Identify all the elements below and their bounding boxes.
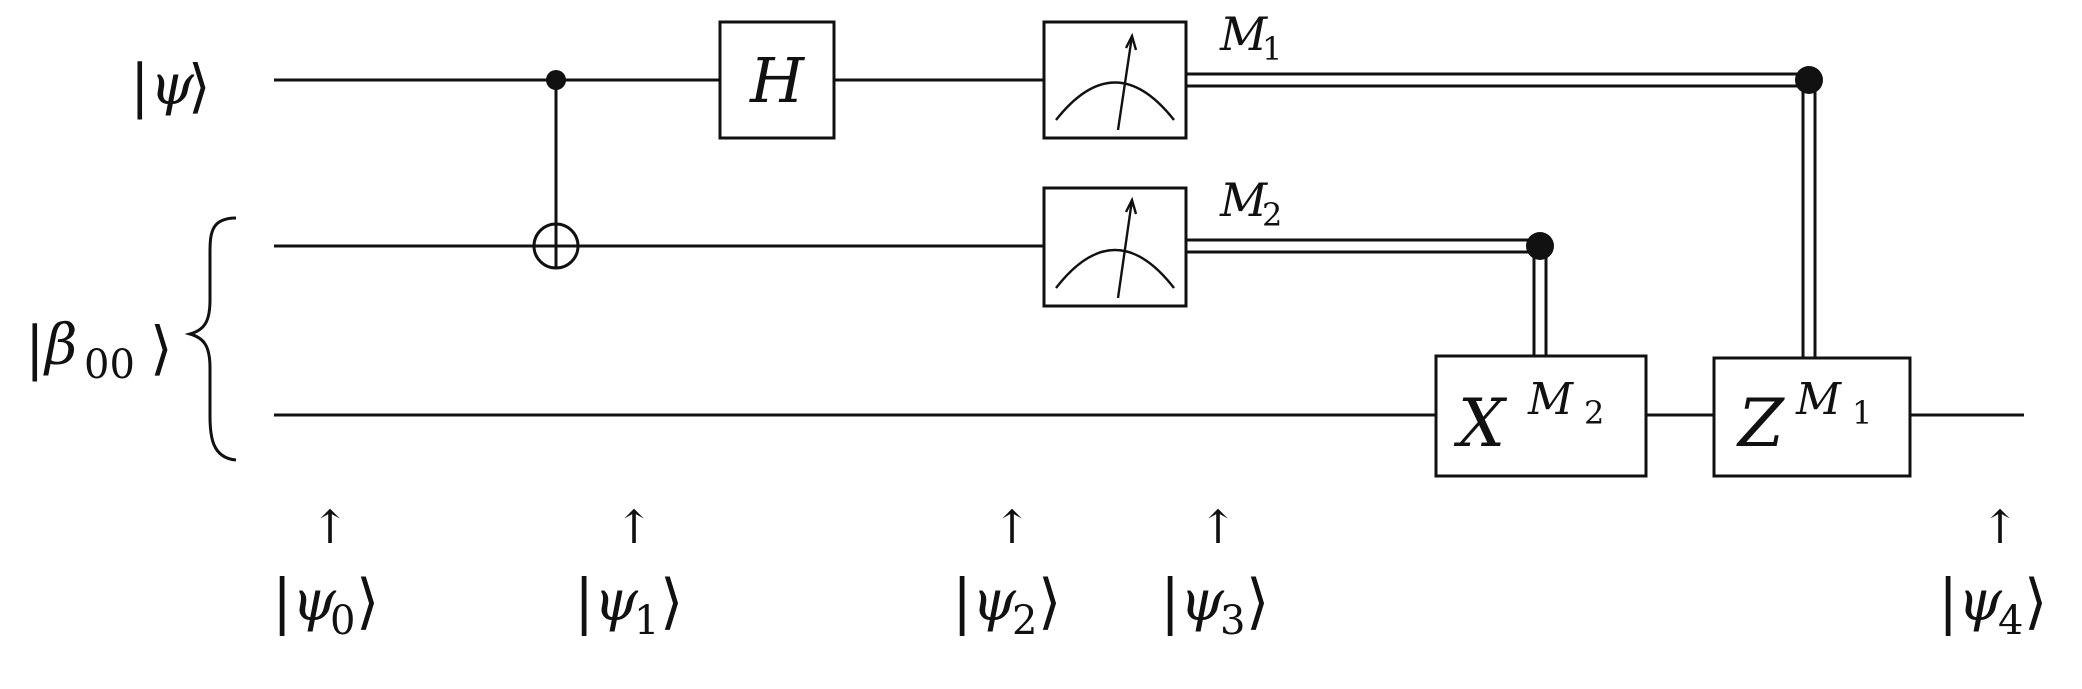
psi4-ket: ⟩: [2024, 567, 2047, 637]
input-psi-bar: |: [130, 52, 150, 120]
psi0-arrow: ↑: [311, 500, 350, 554]
x-gate-box: [1434, 354, 1648, 478]
meter-1-needle: [1116, 35, 1134, 131]
input-beta-subscript: 00: [84, 342, 135, 388]
input-label-psi: | ψ ⟩: [130, 52, 211, 120]
input-psi-ket: ⟩: [188, 52, 211, 120]
meter-1-arc: [1055, 81, 1175, 121]
cnot-control-dot: [546, 70, 566, 90]
z-correction-gate: Z M 1: [1712, 356, 1912, 478]
meter-1-needle-tip: [1124, 32, 1138, 51]
input-beta-ket: ⟩: [150, 314, 173, 382]
psi0-bar: |: [272, 567, 292, 637]
psi1-ket: ⟩: [660, 567, 683, 637]
state-marker-psi4: ↑ | ψ 4 ⟩: [1938, 500, 2047, 644]
psi0-ket: ⟩: [356, 567, 379, 637]
psi0-subscript: 0: [330, 598, 355, 644]
z-gate-sup-sub: 1: [1852, 394, 1872, 432]
z-gate-box: [1712, 356, 1912, 478]
hadamard-label: H: [749, 44, 806, 117]
psi1-bar: |: [574, 567, 594, 637]
z-gate-sup: M: [1795, 374, 1842, 425]
psi3-ket: ⟩: [1246, 567, 1269, 637]
psi2-bar: |: [952, 567, 972, 637]
input-psi-symbol: ψ: [150, 53, 195, 118]
x-control-dot: [1526, 232, 1554, 260]
meter-2-box: [1042, 186, 1188, 308]
classical-wire-m1: [1186, 66, 1823, 358]
m2-letter: M: [1219, 173, 1269, 227]
psi4-bar: |: [1938, 567, 1958, 637]
outcome-label-m1: M 1: [1219, 7, 1282, 68]
state-marker-psi2: ↑ | ψ 2 ⟩: [952, 500, 1061, 644]
input-beta-symbol: β: [43, 313, 77, 378]
psi2-symbol: ψ: [972, 569, 1017, 634]
psi0-symbol: ψ: [292, 569, 337, 634]
measurement-meter-1: [1042, 20, 1188, 140]
psi1-symbol: ψ: [594, 569, 639, 634]
x-gate-base: X: [1453, 385, 1508, 462]
psi3-bar: |: [1160, 567, 1180, 637]
psi3-symbol: ψ: [1180, 569, 1225, 634]
m1-subscript: 1: [1262, 30, 1282, 68]
state-marker-psi1: ↑ | ψ 1 ⟩: [574, 500, 683, 644]
input-beta-bar: |: [25, 314, 45, 382]
z-gate-base: Z: [1736, 385, 1785, 462]
psi2-arrow: ↑: [993, 500, 1032, 554]
outcome-label-m2: M 2: [1219, 173, 1282, 234]
psi1-arrow: ↑: [615, 500, 654, 554]
psi1-subscript: 1: [634, 598, 659, 644]
x-gate-sup: M: [1527, 374, 1574, 425]
z-control-dot: [1795, 66, 1823, 94]
x-gate-sup-sub: 2: [1584, 394, 1604, 432]
cnot-gate: [532, 70, 580, 270]
hadamard-box: [718, 20, 836, 140]
psi4-subscript: 4: [1998, 598, 2023, 644]
input-label-beta00: | β 00 ⟩: [25, 313, 173, 388]
m2-subscript: 2: [1262, 196, 1282, 234]
state-marker-psi0: ↑ | ψ 0 ⟩: [272, 500, 379, 644]
hadamard-gate: H: [718, 20, 836, 140]
x-correction-gate: X M 2: [1434, 354, 1648, 478]
psi2-subscript: 2: [1012, 598, 1037, 644]
psi2-ket: ⟩: [1038, 567, 1061, 637]
psi3-subscript: 3: [1220, 598, 1245, 644]
psi4-symbol: ψ: [1958, 569, 2003, 634]
meter-2-needle: [1116, 199, 1134, 299]
meter-2-needle-tip: [1124, 196, 1138, 215]
psi3-arrow: ↑: [1199, 500, 1238, 554]
measurement-meter-2: [1042, 186, 1188, 308]
meter-2-arc: [1055, 249, 1175, 289]
bell-pair-brace: [184, 216, 237, 462]
meter-1-box: [1042, 20, 1188, 140]
state-marker-psi3: ↑ | ψ 3 ⟩: [1160, 500, 1269, 644]
m1-letter: M: [1219, 7, 1269, 61]
psi4-arrow: ↑: [1981, 500, 2020, 554]
classical-wire-m2: [1186, 232, 1554, 356]
